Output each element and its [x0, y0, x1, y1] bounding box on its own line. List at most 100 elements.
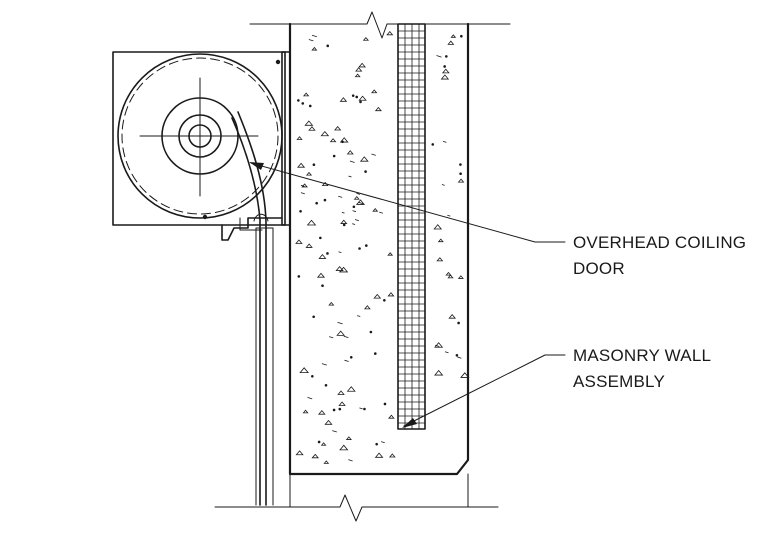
hood-bracket: [221, 217, 283, 241]
aggregate-speck: [297, 99, 300, 102]
aggregate-speck: [352, 210, 357, 213]
aggregate-speck: [369, 330, 373, 334]
aggregate-speck: [371, 89, 378, 94]
aggregate-speck: [305, 243, 313, 248]
aggregate-speck: [320, 130, 330, 137]
aggregate-speck: [328, 301, 335, 306]
aggregate-speck: [357, 315, 361, 317]
aggregate-speck: [348, 175, 352, 178]
aggregate-speck: [362, 36, 370, 41]
aggregate-speck: [307, 397, 313, 400]
aggregate-speck: [460, 34, 463, 38]
aggregate-speck: [318, 254, 327, 259]
aggregate-speck: [338, 266, 349, 273]
door-curtain-inner: [237, 111, 267, 506]
bottom-break-line: [214, 494, 499, 522]
wall-callout-label: MASONRY WALL ASSEMBLY: [573, 343, 711, 395]
aggregate-speck: [374, 352, 377, 355]
door-callout-line2: DOOR: [573, 259, 625, 278]
aggregate-speck: [371, 153, 376, 156]
aggregate-speck: [434, 342, 444, 348]
housing-fastener-bottom: [202, 214, 208, 220]
aggregate-speck: [457, 275, 464, 279]
aggregate-speck: [345, 436, 352, 440]
aggregate-speck: [339, 444, 349, 451]
wall-callout-leader: [403, 354, 566, 427]
aggregate-speck: [441, 184, 445, 186]
door-callout-line1: OVERHEAD COILING: [573, 233, 747, 252]
aggregate-speck: [334, 126, 342, 131]
aggregate-speck: [363, 407, 366, 411]
wall-callout-line1: MASONRY WALL: [573, 346, 712, 365]
aggregate-speck: [388, 414, 395, 419]
aggregate-speck: [383, 402, 387, 406]
aggregate-speck: [364, 170, 367, 173]
aggregate-speck: [359, 100, 362, 104]
aggregate-speck: [300, 192, 305, 195]
aggregate-speck: [335, 265, 344, 272]
aggregate-speck: [311, 34, 317, 38]
aggregate-speck: [436, 257, 444, 262]
wall-callout-arrowhead: [402, 418, 417, 428]
aggregate-speck: [299, 367, 309, 373]
aggregate-speck: [342, 223, 346, 227]
aggregate-speck: [365, 244, 368, 247]
aggregate-speck: [340, 219, 348, 224]
concrete-wall: [288, 22, 470, 476]
aggregate-speck: [348, 459, 353, 462]
aggregate-speck: [326, 44, 330, 48]
housing-fastener-top: [275, 59, 281, 65]
aggregate-speck: [295, 239, 303, 244]
aggregate-speck: [321, 363, 327, 366]
aggregate-speck: [455, 353, 459, 357]
aggregate-speck: [336, 330, 346, 336]
aggregate-speck: [355, 95, 359, 99]
aggregate-speck: [374, 452, 384, 458]
aggregate-speck: [457, 178, 465, 183]
aggregate-speck: [296, 136, 303, 140]
aggregate-speck: [305, 171, 313, 176]
aggregate-speck: [332, 430, 337, 433]
aggregate-speck: [315, 201, 318, 205]
aggregate-speck: [358, 247, 361, 250]
aggregate-speck: [317, 440, 321, 444]
aggregate-speck: [450, 34, 457, 38]
aggregate-speck: [445, 271, 452, 276]
aggregate-speck: [447, 40, 455, 45]
masonry-grid-column: [397, 23, 426, 430]
aggregate-speck: [358, 95, 367, 101]
aggregate-speck: [295, 450, 304, 456]
aggregate-speck: [346, 386, 356, 392]
aggregate-speck: [374, 106, 382, 112]
aggregate-speck: [311, 453, 319, 459]
coil-housing: [112, 51, 286, 226]
aggregate-speck: [431, 143, 435, 146]
aggregate-speck: [320, 442, 327, 446]
aggregate-speck: [383, 298, 386, 302]
aggregate-speck: [301, 102, 305, 105]
aggregate-speck: [329, 336, 334, 339]
aggregate-speck: [433, 224, 443, 230]
aggregate-speck: [349, 160, 355, 163]
aggregate-speck: [318, 410, 326, 415]
aggregate-speck: [387, 252, 394, 256]
aggregate-speck: [437, 238, 444, 243]
aggregate-speck: [344, 359, 349, 362]
aggregate-speck: [353, 195, 360, 200]
aggregate-speck: [435, 344, 440, 347]
aggregate-speck: [351, 94, 355, 97]
aggregate-speck: [332, 154, 336, 158]
aggregate-speck: [312, 315, 315, 319]
aggregate-speck: [311, 46, 318, 51]
aggregate-speck: [445, 55, 448, 58]
aggregate-speck: [319, 236, 322, 240]
aggregate-speck: [304, 120, 314, 126]
aggregate-speck: [354, 73, 361, 78]
aggregate-speck: [308, 104, 312, 108]
aggregate-speck: [358, 62, 366, 68]
aggregate-speck: [324, 383, 328, 387]
aggregate-speck: [444, 351, 449, 354]
aggregate-speck: [443, 65, 446, 68]
aggregate-speck: [359, 407, 363, 410]
aggregate-speck: [355, 199, 366, 205]
